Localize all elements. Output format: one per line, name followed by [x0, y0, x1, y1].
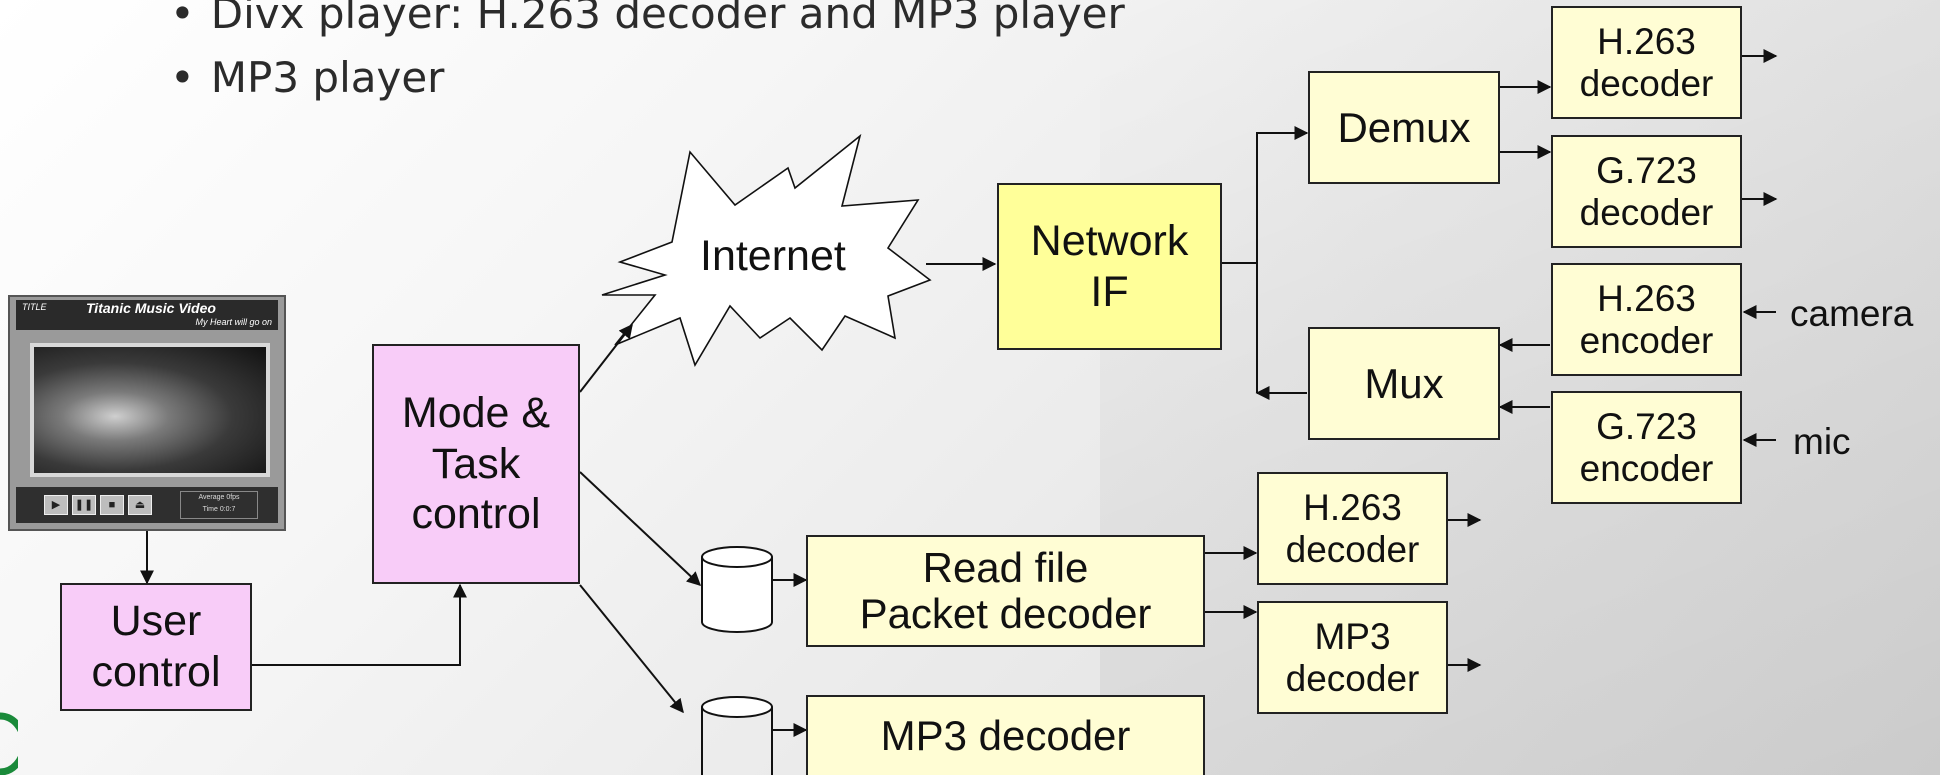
demux-label: Demux	[1337, 103, 1471, 151]
video-player-screenshot: TITLE Titanic Music Video My Heart will …	[8, 295, 286, 531]
storage-cylinder-2	[701, 696, 773, 775]
play-icon: ▶	[44, 495, 68, 515]
g723-encoder-line1: G.723	[1596, 406, 1697, 448]
mp3-decoder-label: MP3 decoder	[880, 712, 1131, 760]
read-file-line2: Packet decoder	[859, 590, 1152, 637]
mode-task-line1: Mode &	[401, 388, 551, 437]
mic-label: mic	[1793, 421, 1851, 462]
mode-task-line3: control	[411, 490, 541, 539]
bullet-list: Divx player: H.263 decoder and MP3 playe…	[170, 0, 1125, 110]
mp3-decoder-box: MP3 decoder	[806, 695, 1205, 775]
g723-decoder-line1: G.723	[1596, 150, 1697, 192]
mp3-decoder-file-line2: decoder	[1285, 657, 1420, 699]
g723-encoder-line2: encoder	[1579, 447, 1714, 489]
logo-icon	[0, 712, 18, 775]
mux-label: Mux	[1364, 359, 1444, 407]
mode-task-line2: Task	[431, 439, 521, 488]
h263-encoder-line2: encoder	[1579, 319, 1714, 361]
read-file-line1: Read file	[922, 543, 1089, 591]
bullet-item: Divx player: H.263 decoder and MP3 playe…	[170, 0, 1125, 46]
pause-icon: ❚❚	[72, 495, 96, 515]
h263-decoder-line2: decoder	[1579, 62, 1714, 104]
h263-encoder-line1: H.263	[1597, 278, 1696, 320]
playback-stats: Average 0fps Time 0:0:7	[180, 491, 258, 519]
demux-box: Demux	[1308, 71, 1500, 184]
stats-average: Average 0fps	[198, 494, 240, 501]
camera-label: camera	[1790, 293, 1914, 334]
video-title-bar: TITLE Titanic Music Video My Heart will …	[16, 300, 278, 330]
player-controls: ▶ ❚❚ ■ ⏏ Average 0fps Time 0:0:7	[16, 487, 278, 523]
stop-icon: ■	[100, 495, 124, 515]
mux-box: Mux	[1308, 327, 1500, 440]
mp3-decoder-file-line1: MP3	[1314, 616, 1391, 658]
storage-cylinder-1	[701, 546, 773, 633]
h263-decoder-file-line1: H.263	[1303, 487, 1402, 529]
user-control-line2: control	[91, 648, 221, 696]
internet-label: Internet	[700, 232, 846, 280]
title-tag: TITLE	[22, 302, 47, 312]
g723-decoder-line2: decoder	[1579, 191, 1714, 233]
eject-icon: ⏏	[128, 495, 152, 515]
video-title: Titanic Music Video	[86, 300, 216, 316]
stats-time: Time 0:0:7	[202, 506, 236, 513]
video-subtitle: My Heart will go on	[195, 317, 272, 327]
h263-decoder-file-line2: decoder	[1285, 528, 1420, 570]
user-control-line1: User	[110, 597, 202, 646]
internet-cloud	[601, 133, 932, 367]
video-frame	[30, 343, 270, 477]
bullet-item: MP3 player	[170, 46, 1125, 110]
network-if-line2: IF	[1090, 267, 1129, 316]
network-if-line1: Network	[1030, 216, 1189, 265]
h263-decoder-line1: H.263	[1597, 21, 1696, 63]
